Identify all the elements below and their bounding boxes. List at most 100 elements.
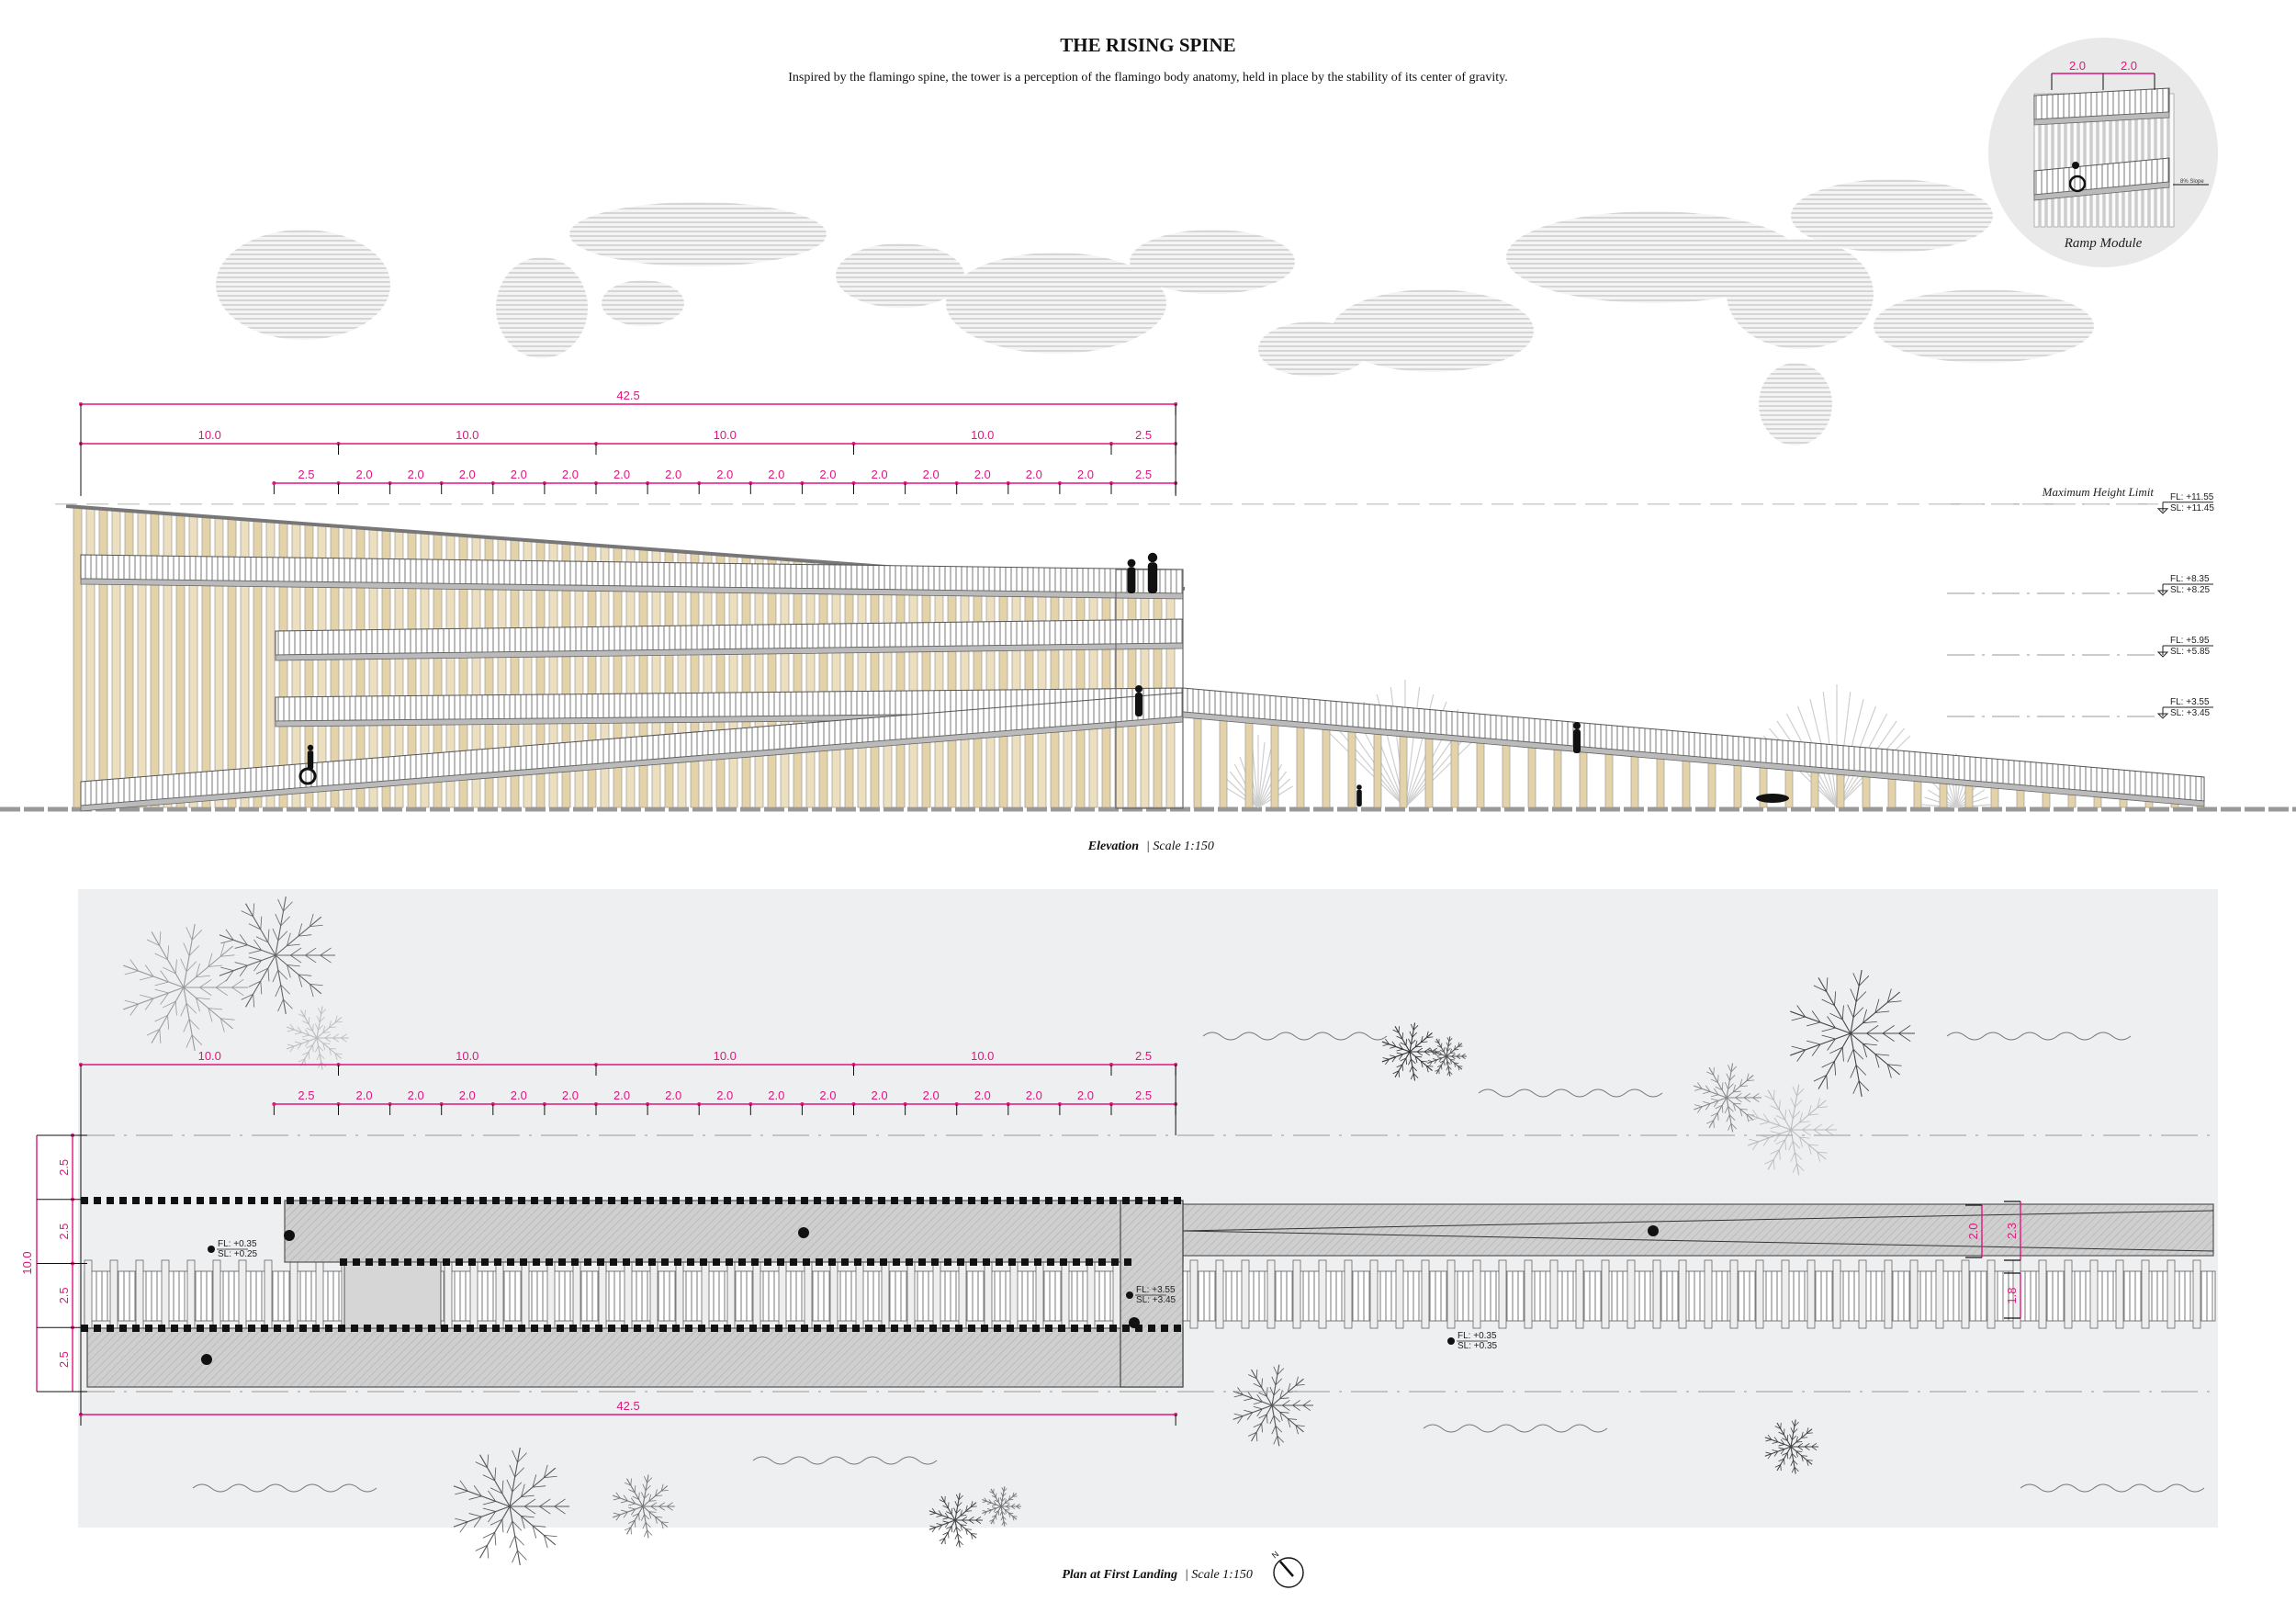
dim-label: 2.0 (356, 1088, 373, 1102)
tree-leaf (514, 1535, 524, 1546)
edge-block (621, 1197, 628, 1204)
edge-block (814, 1325, 821, 1332)
ramp-slab (2033, 181, 2170, 201)
tree-leaf (1288, 1418, 1298, 1420)
tree-leaf (1827, 1038, 1836, 1051)
edge-block (1021, 1258, 1029, 1266)
tree-leaf (473, 1516, 482, 1528)
tree-leaf (1817, 1098, 1821, 1109)
tree-leaf (316, 1054, 321, 1061)
tree-leaf (1432, 1052, 1437, 1054)
tree-leaf (160, 970, 169, 983)
tree-leaf (658, 1502, 666, 1507)
tree-leaf (231, 978, 244, 988)
edge-block (505, 1325, 512, 1332)
plan-post (238, 1259, 247, 1329)
tree-leaf (1808, 1113, 1819, 1116)
tree-leaf (1454, 1045, 1457, 1051)
edge-block (827, 1197, 834, 1204)
edge-block (132, 1197, 140, 1204)
tree-leaf (1806, 1021, 1821, 1027)
tree-frond (316, 1037, 343, 1059)
ramp-slab (1182, 711, 2205, 807)
tree-leaf (1852, 1080, 1860, 1094)
ramp-column (1296, 721, 1305, 808)
tree-leaf (956, 1527, 962, 1532)
tree-leaf (524, 1506, 536, 1515)
tree-leaf (1779, 1149, 1781, 1160)
edge-block (1109, 1325, 1117, 1332)
plan-post (624, 1259, 633, 1329)
tree-leaf (1447, 1066, 1452, 1070)
edge-block (1060, 1258, 1067, 1266)
tree-leaf (539, 1498, 551, 1507)
tree-leaf (1706, 1120, 1714, 1124)
edge-block (377, 1325, 384, 1332)
edge-block (775, 1197, 782, 1204)
tree-leaf (253, 903, 255, 917)
tree-leaf (628, 1503, 636, 1506)
tree-leaf (512, 1550, 518, 1563)
tree-leaf (1713, 1120, 1715, 1129)
north-label: N (1270, 1550, 1280, 1561)
tree-leaf (1855, 991, 1867, 1002)
tree-leaf (267, 929, 270, 942)
tree-leaf (1295, 1376, 1299, 1386)
tree-leaf (1898, 1032, 1911, 1043)
tree-leaf (1425, 1066, 1429, 1073)
plan-post (212, 1259, 221, 1329)
tree-leaf (1006, 1506, 1010, 1510)
edge-block (197, 1325, 204, 1332)
plan-post (1524, 1259, 1533, 1329)
tree-leaf (220, 954, 235, 957)
tree-leaf (1813, 1075, 1827, 1082)
tree-leaf (225, 970, 234, 982)
plan-post (1498, 1259, 1507, 1329)
edge-block (325, 1325, 332, 1332)
edge-block (647, 1197, 654, 1204)
tree-leaf (634, 1520, 636, 1528)
edge-block (891, 1325, 898, 1332)
tree-branch (1955, 804, 1991, 808)
tree-leaf (1390, 1054, 1397, 1057)
tree-leaf (640, 1514, 645, 1521)
tree-leaf (658, 1506, 666, 1511)
tree-leaf (1765, 1438, 1772, 1442)
tree-leaf (532, 1525, 546, 1528)
tree-leaf (650, 1502, 658, 1507)
tree-leaf (253, 939, 263, 951)
ramp-column (1219, 715, 1228, 808)
tree-leaf (1435, 1068, 1439, 1072)
tree-leaf (191, 930, 203, 941)
edge-block (569, 1325, 577, 1332)
grass-stroke (1202, 1032, 1388, 1041)
tree-leaf (159, 1029, 162, 1043)
tree-leaf (1258, 1392, 1267, 1397)
tree-leaf (1287, 1418, 1291, 1428)
edge-block (749, 1325, 757, 1332)
edge-block (827, 1325, 834, 1332)
cloud-shape (836, 243, 964, 308)
plan-caption-title: Plan at First Landing (1062, 1568, 1177, 1582)
tree-leaf (958, 1494, 963, 1501)
tree-leaf (1811, 1010, 1821, 1023)
edge-block (942, 1325, 950, 1332)
dim-label: 2.0 (613, 468, 630, 481)
tree-leaf (1782, 1452, 1788, 1456)
edge-block (366, 1258, 373, 1266)
tree-leaf (1775, 1115, 1785, 1121)
edge-block (377, 1197, 384, 1204)
tree-leaf (640, 1492, 645, 1499)
tree-leaf (648, 1511, 657, 1513)
tree-leaf (1382, 1057, 1390, 1060)
tree-leaf (1273, 1366, 1278, 1375)
page-subtitle: Inspired by the flamingo spine, the towe… (788, 71, 1508, 85)
timber-column (741, 556, 751, 808)
edge-block (801, 1325, 808, 1332)
dim-label: 2.0 (1966, 1223, 1980, 1239)
tree-leaf (965, 1528, 968, 1536)
tree-leaf (1448, 1038, 1453, 1043)
edge-block (968, 1197, 975, 1204)
tree-leaf (1715, 1086, 1723, 1091)
edge-block (389, 1325, 397, 1332)
